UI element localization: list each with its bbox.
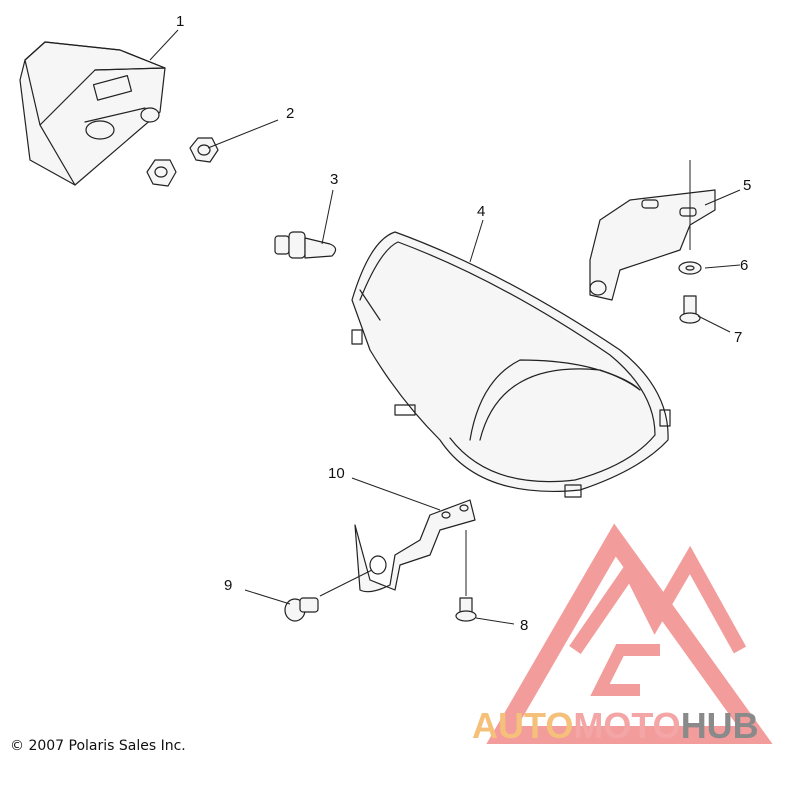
part-10-bracket — [354, 499, 476, 593]
part-5-bracket — [589, 189, 716, 301]
callout-10: 10 — [328, 465, 345, 482]
part-4-headlight — [351, 231, 671, 498]
callout-6: 6 — [740, 257, 748, 274]
watermark-moto: MOTO — [573, 705, 680, 746]
copyright-notice: © 2007 Polaris Sales Inc. — [10, 738, 186, 754]
watermark-text: AUTOMOTOHUB — [472, 705, 759, 746]
callout-2: 2 — [286, 105, 294, 122]
callout-4: 4 — [477, 203, 485, 220]
part-8-screw — [455, 597, 477, 622]
part-9-bolt — [284, 597, 319, 622]
watermark-auto: AUTO — [472, 705, 573, 746]
part-7-screw — [679, 295, 701, 324]
callout-9: 9 — [224, 577, 232, 594]
part-1-housing — [19, 41, 166, 186]
part-3-bulb — [274, 231, 337, 259]
callout-7: 7 — [734, 329, 742, 346]
callout-1: 1 — [176, 13, 184, 30]
leader-lines — [149, 29, 741, 625]
part-2-nuts — [146, 137, 219, 187]
callout-3: 3 — [330, 171, 338, 188]
svg-text:AUTOMOTOHUB: AUTOMOTOHUB — [472, 705, 759, 746]
callout-5: 5 — [743, 177, 751, 194]
watermark-logo — [486, 523, 773, 744]
callout-labels: 1 2 3 4 5 6 7 8 9 10 — [176, 13, 751, 634]
watermark-hub: HUB — [681, 705, 759, 746]
callout-8: 8 — [520, 617, 528, 634]
part-6-washer — [678, 261, 702, 275]
